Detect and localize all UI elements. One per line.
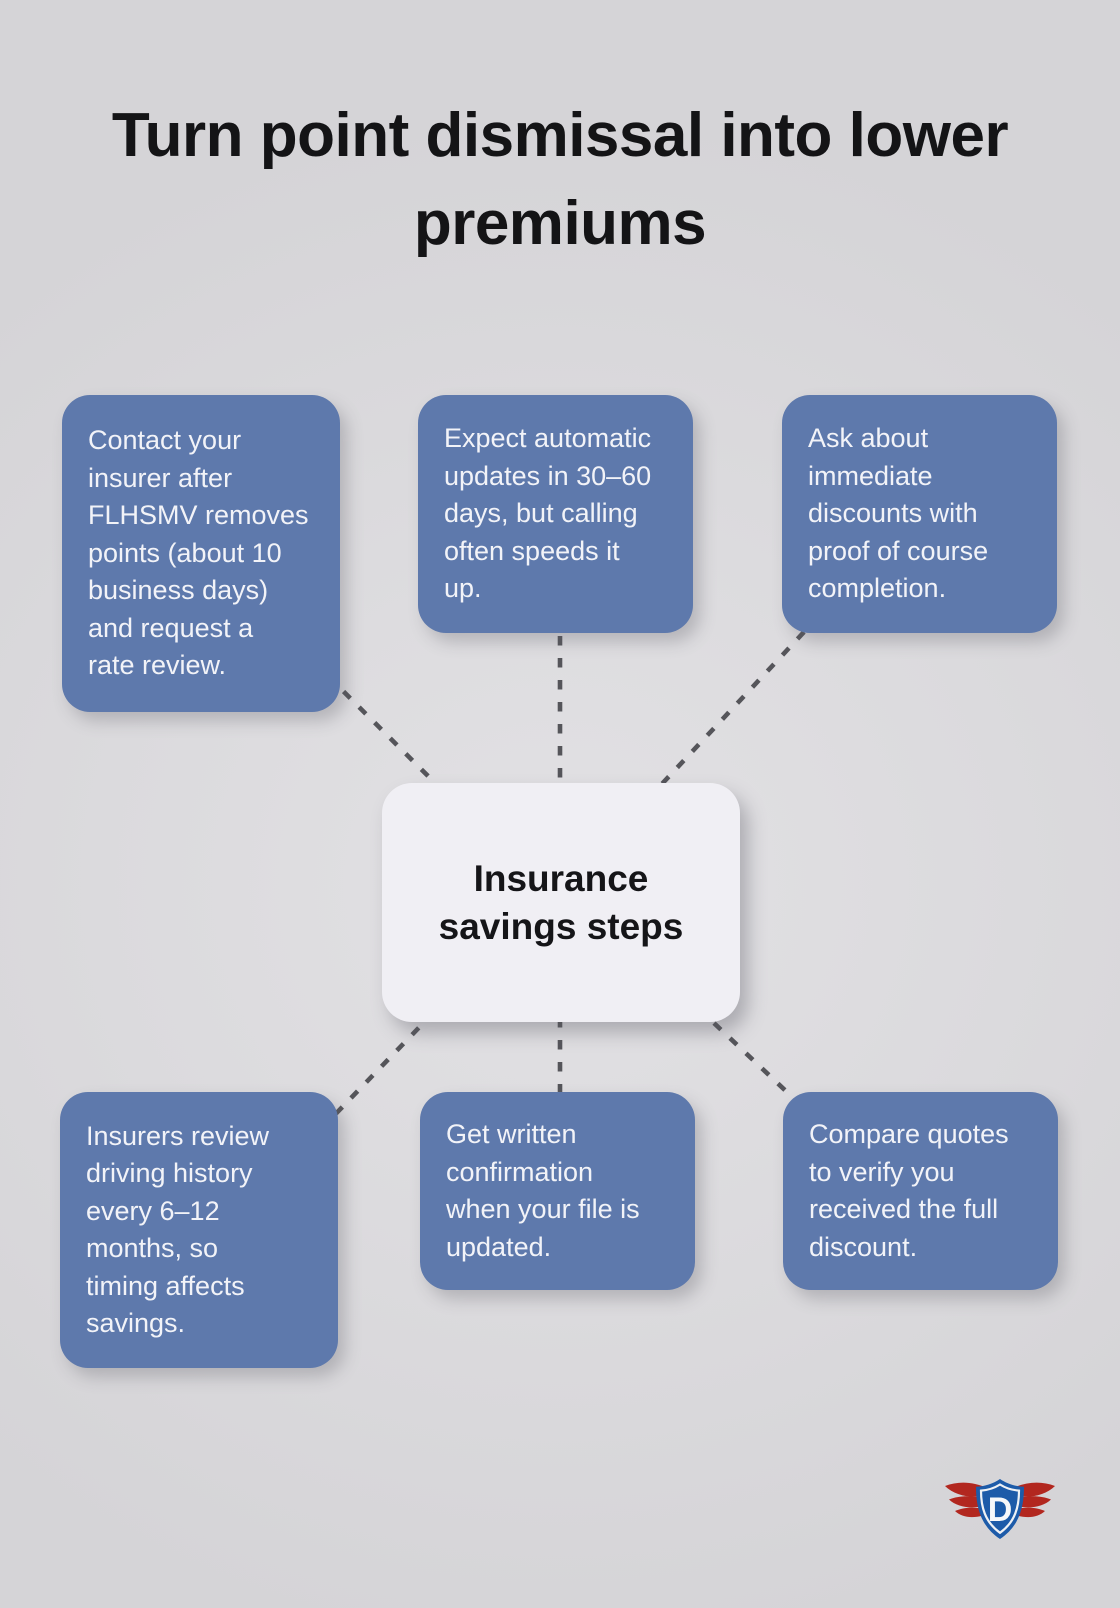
step-box-top-middle: Expect automatic updates in 30–60 days, …	[418, 395, 693, 633]
step-box-bottom-middle: Get written confirmation when your file …	[420, 1092, 695, 1290]
step-text: Get written confirmation when your file …	[446, 1119, 640, 1262]
step-text: Expect automatic updates in 30–60 days, …	[444, 423, 652, 604]
step-text: Ask about immediate discounts with proof…	[808, 423, 989, 604]
step-box-bottom-right: Compare quotes to verify you received th…	[783, 1092, 1058, 1290]
connector-bottom-right	[696, 1006, 808, 1112]
step-box-top-right: Ask about immediate discounts with proof…	[782, 395, 1057, 633]
shield-letter: D	[988, 1491, 1013, 1529]
step-box-bottom-left: Insurers review driving history every 6–…	[60, 1092, 338, 1368]
step-text: Compare quotes to verify you received th…	[809, 1119, 1009, 1262]
center-node-label: Insurance savings steps	[438, 857, 684, 947]
step-box-top-left: Contact your insurer after FLHSMV remove…	[62, 395, 340, 712]
step-text: Insurers review driving history every 6–…	[86, 1120, 270, 1339]
brand-logo: D	[945, 1479, 1055, 1539]
connector-top-left	[326, 674, 444, 792]
shield-icon: D	[976, 1479, 1024, 1539]
connector-top-right	[658, 630, 806, 788]
center-node: Insurance savings steps	[382, 783, 740, 1022]
step-text: Contact your insurer after FLHSMV remove…	[88, 425, 309, 681]
connector-bottom-left	[322, 1010, 436, 1128]
page-title: Turn point dismissal into lower premiums	[111, 101, 1009, 258]
